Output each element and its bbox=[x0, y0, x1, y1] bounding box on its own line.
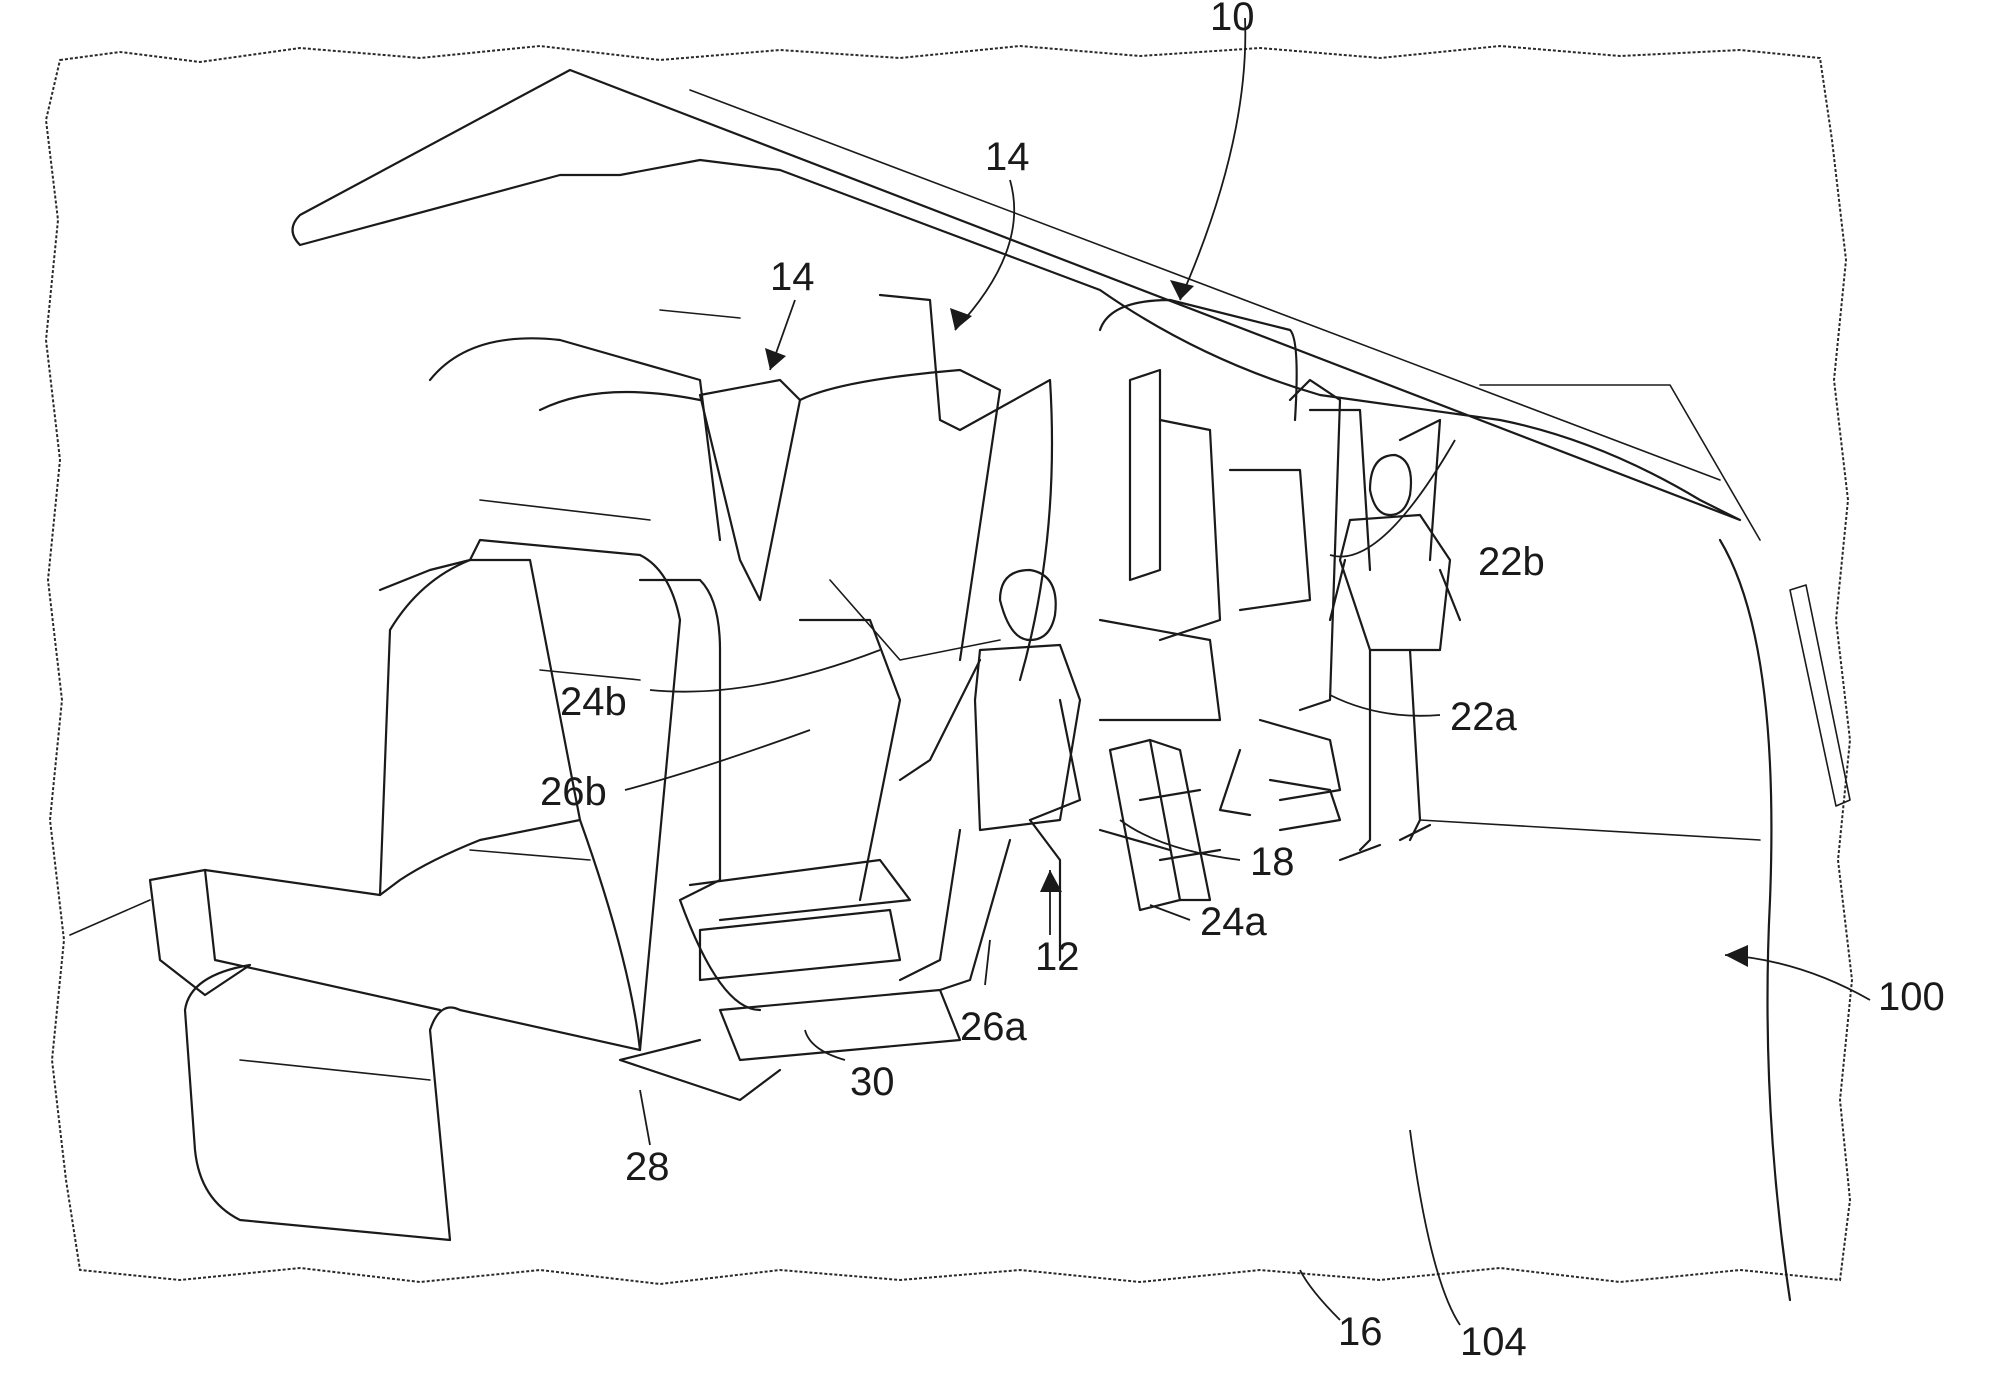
ref-label-26b: 26b bbox=[540, 770, 607, 814]
ceiling-light-strip bbox=[659, 309, 741, 319]
seat-unit-center-right bbox=[1098, 298, 1312, 912]
seat-unit-center-left bbox=[618, 368, 1002, 1102]
seat-unit-far-right bbox=[1258, 378, 1442, 832]
ceiling-inner-line bbox=[689, 89, 1721, 481]
wall-floor-line bbox=[1419, 819, 1761, 841]
cabin-window bbox=[1789, 584, 1851, 807]
ref-label-30: 30 bbox=[850, 1060, 895, 1104]
ref-label-22b: 22b bbox=[1478, 540, 1545, 584]
ref-label-28: 28 bbox=[625, 1145, 670, 1189]
ref-label-26a: 26a bbox=[960, 1005, 1027, 1049]
leader-lines bbox=[624, 17, 1871, 1326]
ref-label-24a: 24a bbox=[1200, 900, 1267, 944]
ref-label-104: 104 bbox=[1460, 1320, 1527, 1364]
ref-label-14-center: 14 bbox=[985, 135, 1030, 179]
overhead-bin-edge bbox=[1479, 384, 1761, 541]
ref-label-14-left: 14 bbox=[770, 255, 815, 299]
cabin-side-wall bbox=[1718, 538, 1792, 1302]
ref-label-12: 12 bbox=[1035, 935, 1080, 979]
center-partition-column bbox=[878, 293, 1054, 682]
ref-label-22a: 22a bbox=[1450, 695, 1517, 739]
seat-unit-left bbox=[148, 337, 722, 1242]
ref-label-100: 100 bbox=[1878, 975, 1945, 1019]
ref-label-16: 16 bbox=[1338, 1310, 1383, 1354]
seated-passenger bbox=[898, 568, 1082, 992]
ref-label-10: 10 bbox=[1210, 0, 1255, 39]
reference-labels: 10 14 14 22b 22a 24b 26b 18 24a 12 26a 3… bbox=[540, 0, 1945, 1364]
ref-label-18: 18 bbox=[1250, 840, 1295, 884]
overhead-ceiling-panel bbox=[291, 68, 1742, 522]
floor-left-line bbox=[69, 899, 151, 936]
ref-label-24b: 24b bbox=[560, 680, 627, 724]
arrowheads bbox=[765, 280, 1748, 967]
standing-passenger bbox=[1328, 453, 1462, 862]
torn-edge-frame bbox=[44, 44, 1854, 1286]
